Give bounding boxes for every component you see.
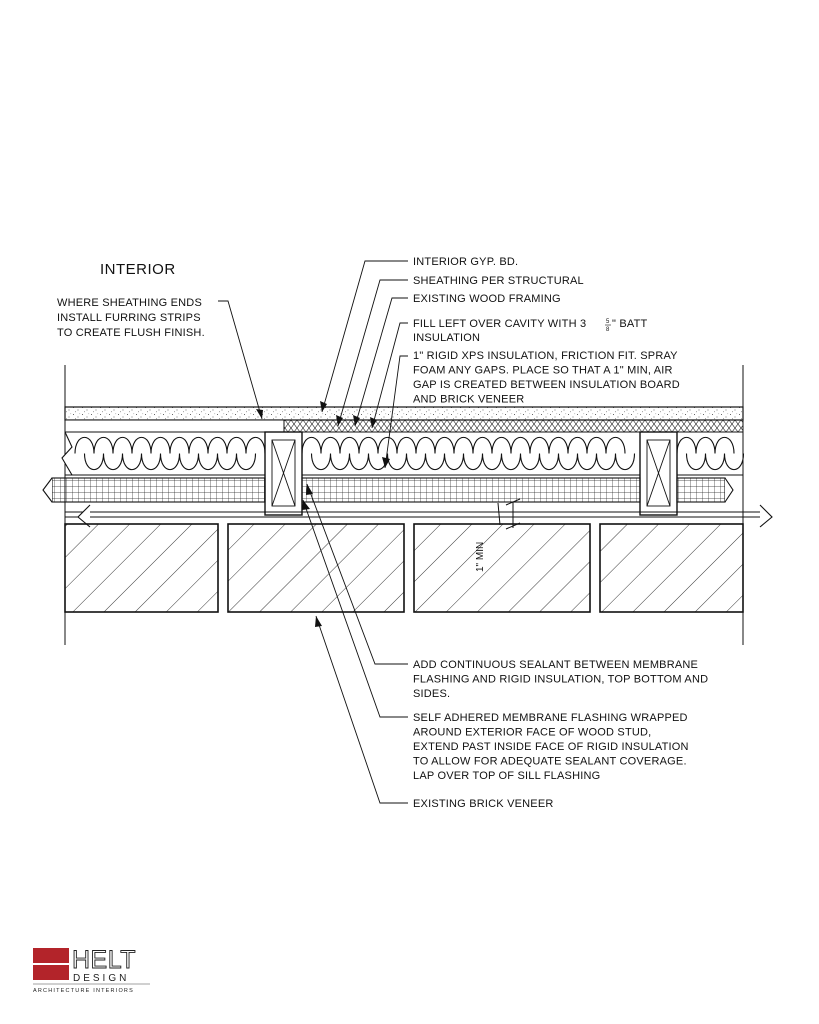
sealant-label-line: SIDES. (413, 688, 450, 700)
dimension-label: 1" MIN (475, 542, 486, 572)
batt-fraction-den: 8 (606, 327, 610, 333)
brick-veneer (64, 523, 744, 613)
gyp-board (64, 406, 744, 421)
batt-loop (74, 436, 266, 471)
leader-batt (371, 322, 408, 429)
batt-loop (301, 436, 636, 471)
gyp-label: INTERIOR GYP. BD. (413, 256, 518, 268)
logo-wordmark: HELT (72, 946, 136, 974)
membrane-label-line: SELF ADHERED MEMBRANE FLASHING WRAPPED (413, 712, 688, 724)
xps-label-line: GAP IS CREATED BETWEEN INSULATION BOARD (413, 379, 680, 391)
leader-lines (218, 260, 408, 804)
furring-strip (64, 419, 285, 433)
brick (64, 523, 219, 613)
furring-note-line: WHERE SHEATHING ENDS (57, 297, 202, 309)
leader-sealant (306, 483, 408, 665)
membrane-flashing (65, 504, 773, 528)
wood-stud-left (264, 431, 303, 516)
batt-loop (676, 436, 745, 471)
wood-stud-right (639, 431, 678, 516)
xps-label-line: FOAM ANY GAPS. PLACE SO THAT A 1" MIN, A… (413, 365, 673, 377)
batt-fraction-num: 5 (606, 319, 610, 325)
sheathing-label: SHEATHING PER STRUCTURAL (413, 275, 584, 287)
sealant-label-line: FLASHING AND RIGID INSULATION, TOP BOTTO… (413, 674, 708, 686)
batt-insulation (61, 431, 745, 476)
brick (599, 523, 744, 613)
xps-label-line: 1" RIGID XPS INSULATION, FRICTION FIT. S… (413, 350, 678, 362)
leader-sheathing (337, 279, 408, 427)
leader-arrowheads (256, 401, 390, 627)
leader-furring (218, 300, 263, 420)
brick (413, 523, 591, 613)
furring-note-line: INSTALL FURRING STRIPS (57, 312, 201, 324)
leader-xps (384, 355, 408, 469)
furring-note-line: TO CREATE FLUSH FINISH. (57, 327, 205, 339)
sealant-label-line: ADD CONTINUOUS SEALANT BETWEEN MEMBRANE (413, 659, 698, 671)
membrane-label-line: TO ALLOW FOR ADEQUATE SEALANT COVERAGE. (413, 756, 687, 768)
furring-note: WHERE SHEATHING ENDS INSTALL FURRING STR… (57, 297, 205, 339)
leader-brick (315, 615, 408, 804)
sheathing-layer (283, 419, 744, 433)
xps-label: 1" RIGID XPS INSULATION, FRICTION FIT. S… (413, 350, 683, 406)
logo-red-block (33, 965, 69, 980)
xps-label-line: AND BRICK VENEER (413, 394, 524, 406)
membrane-label: SELF ADHERED MEMBRANE FLASHING WRAPPED A… (413, 712, 692, 782)
membrane-label-line: LAP OVER TOP OF SILL FLASHING (413, 770, 600, 782)
batt-label-line1a: FILL LEFT OVER CAVITY WITH 3 (413, 318, 586, 330)
logo-subtitle: DESIGN (73, 973, 129, 984)
wall-assembly (42, 365, 773, 645)
logo-tagline: ARCHITECTURE INTERIORS (33, 988, 134, 994)
leader-membrane (302, 499, 408, 718)
leader-framing (354, 297, 408, 427)
batt-label-line2: INSULATION (413, 332, 480, 344)
batt-label: FILL LEFT OVER CAVITY WITH 3 5 8 " BATT … (413, 318, 648, 344)
brick (227, 523, 405, 613)
membrane-label-line: EXTEND PAST INSIDE FACE OF RIGID INSULAT… (413, 741, 689, 753)
brick-label: EXISTING BRICK VENEER (413, 798, 554, 810)
logo-red-block (33, 948, 69, 963)
framing-label: EXISTING WOOD FRAMING (413, 293, 561, 305)
helt-design-logo: HELT DESIGN ARCHITECTURE INTERIORS (33, 946, 150, 994)
leader-gyp (321, 260, 408, 413)
rigid-xps-insulation (42, 477, 734, 503)
interior-label: INTERIOR (100, 261, 176, 278)
batt-label-line1b: " BATT (612, 318, 648, 330)
membrane-label-line: AROUND EXTERIOR FACE OF WOOD STUD, (413, 727, 651, 739)
sealant-label: ADD CONTINUOUS SEALANT BETWEEN MEMBRANE … (413, 659, 712, 700)
